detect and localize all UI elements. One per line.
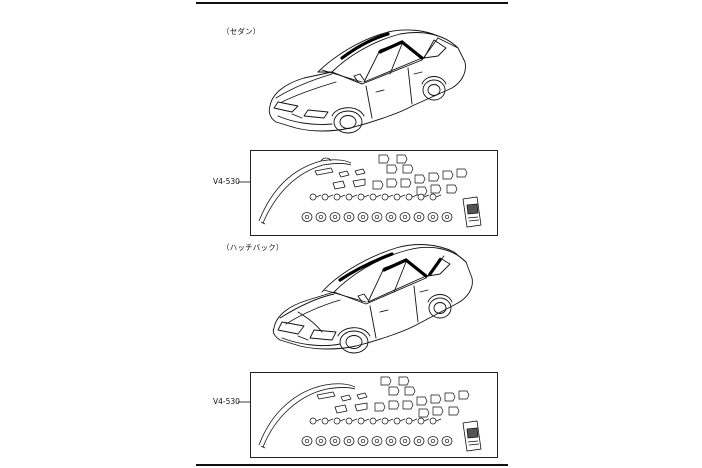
sedan-leader-line (238, 181, 250, 183)
hatchback-kit-box (250, 372, 498, 458)
hatchback-part-number: V4-530 (213, 397, 240, 406)
hatchback-car-illustration (272, 244, 473, 354)
bottom-rule (196, 464, 508, 466)
top-rule (196, 2, 508, 4)
sedan-part-number: V4-530 (213, 177, 240, 186)
sedan-car-illustration (268, 29, 466, 134)
hatchback-kit-parts-drawing (258, 376, 482, 452)
hatchback-label: （ハッチバック） (222, 243, 284, 252)
sedan-kit-box (250, 150, 498, 236)
sedan-kit-parts-drawing (258, 154, 482, 228)
sedan-label: （セダン） (222, 27, 261, 36)
hatchback-leader-line (238, 401, 250, 403)
